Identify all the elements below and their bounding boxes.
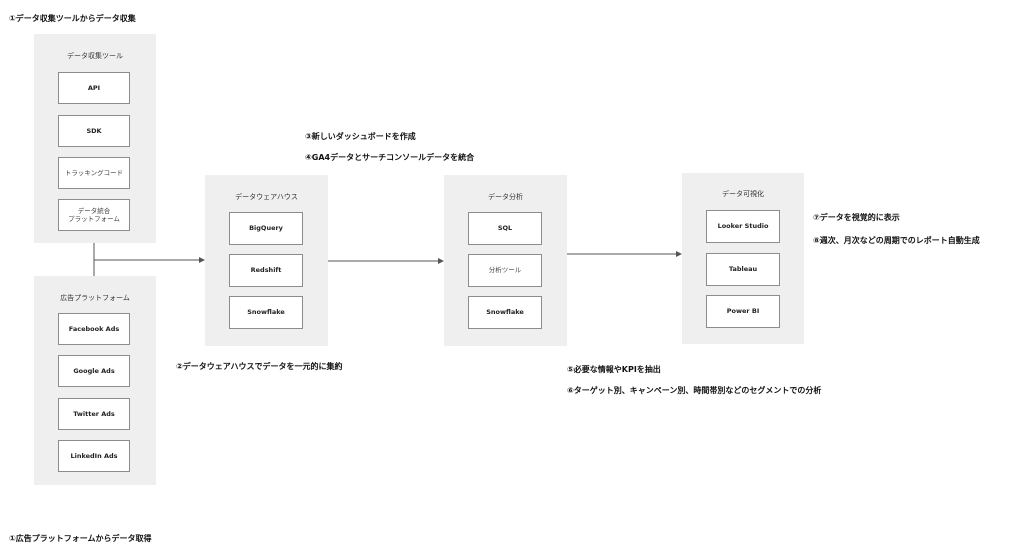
panel-warehouse: データウェアハウス BigQuery Redshift Snowflake [205,175,328,346]
box-analysis-tool: 分析ツール [468,254,542,287]
box-snowflake-analysis: Snowflake [468,296,542,329]
note-extract-kpi: ⑤必要な情報やKPIを抽出 [567,365,661,374]
box-looker-studio: Looker Studio [706,210,780,243]
note-integrate: ④GA4データとサーチコンソールデータを統合 [305,153,475,162]
box-bigquery: BigQuery [229,212,303,245]
panel-title: 広告プラットフォーム [60,294,130,302]
note-dashboard: ③新しいダッシュボードを作成 [305,132,416,141]
note-ad-platforms: ①広告プラットフォームからデータ取得 [9,534,152,543]
note-warehouse: ②データウェアハウスでデータを一元的に集約 [176,362,343,371]
note-collection-tools: ①データ収集ツールからデータ収集 [9,14,136,23]
box-linkedin-ads: LinkedIn Ads [58,440,130,472]
panel-collection-tools: データ収集ツール API SDK トラッキングコード データ統合 プラットフォー… [34,34,156,243]
box-tracking-code: トラッキングコード [58,157,130,189]
note-segment-analysis: ⑥ターゲット別、キャンペーン別、時間帯別などのセグメントでの分析 [567,386,822,395]
box-sdk: SDK [58,115,130,147]
box-data-integration-platform: データ統合 プラットフォーム [58,199,130,231]
box-api: API [58,72,130,104]
box-tableau: Tableau [706,253,780,286]
panel-analysis: データ分析 SQL 分析ツール Snowflake [444,175,567,346]
box-twitter-ads: Twitter Ads [58,398,130,430]
panel-title: データ収集ツール [67,52,123,60]
box-power-bi: Power BI [706,295,780,328]
panel-title: データ可視化 [722,190,764,198]
box-google-ads: Google Ads [58,355,130,387]
note-visualize: ⑦データを視覚的に表示 [813,213,900,222]
box-snowflake-warehouse: Snowflake [229,296,303,329]
panel-title: データ分析 [488,193,523,201]
panel-ad-platforms: 広告プラットフォーム Facebook Ads Google Ads Twitt… [34,276,156,485]
box-sql: SQL [468,212,542,245]
box-facebook-ads: Facebook Ads [58,313,130,345]
panel-title: データウェアハウス [235,193,298,201]
box-redshift: Redshift [229,254,303,287]
panel-visualization: データ可視化 Looker Studio Tableau Power BI [682,173,804,344]
note-auto-report: ⑧週次、月次などの周期でのレポート自動生成 [813,236,980,245]
